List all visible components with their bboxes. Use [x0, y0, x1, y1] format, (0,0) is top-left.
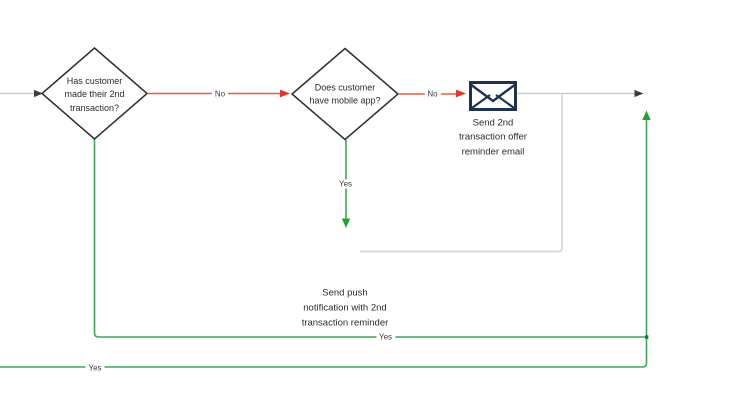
- arrowhead-right-icon: [456, 89, 466, 98]
- edge-label-yes-decision1[interactable]: Yes: [375, 332, 396, 342]
- line-junction-dot: [645, 335, 649, 339]
- arrowhead-right-icon: [280, 89, 290, 98]
- edge-label-yes-offpage[interactable]: Yes: [85, 363, 105, 372]
- arrowhead-right-icon: [634, 89, 644, 98]
- connector-yes-offpage-loop[interactable]: [0, 110, 651, 368]
- decision1-label[interactable]: Has customer made their 2nd transaction?: [64, 75, 125, 113]
- edge-label-no-1[interactable]: No: [211, 89, 229, 98]
- envelope-icon[interactable]: [469, 81, 517, 111]
- decision-diamond-2[interactable]: [290, 47, 400, 141]
- connector-branch-gray[interactable]: [360, 95, 563, 253]
- connector-incoming[interactable]: [0, 89, 43, 98]
- connector-yes-decision1-loop[interactable]: [93, 139, 647, 338]
- decision2-label[interactable]: Does customer have mobile app?: [309, 82, 381, 106]
- edge-label-yes-decision2[interactable]: Yes: [335, 179, 356, 189]
- connector-outgoing[interactable]: [517, 89, 644, 98]
- email-step-caption[interactable]: Send 2nd transaction offer reminder emai…: [459, 116, 527, 157]
- edge-label-no-2[interactable]: No: [424, 89, 441, 98]
- arrowhead-down-icon: [341, 218, 351, 228]
- arrowhead-right-icon: [34, 89, 43, 98]
- decision-diamond-1[interactable]: [40, 47, 149, 140]
- connector-yes-decision2[interactable]: [341, 140, 351, 228]
- push-step-caption[interactable]: Send push notification with 2nd transact…: [301, 287, 389, 329]
- arrowhead-up-icon: [642, 110, 651, 120]
